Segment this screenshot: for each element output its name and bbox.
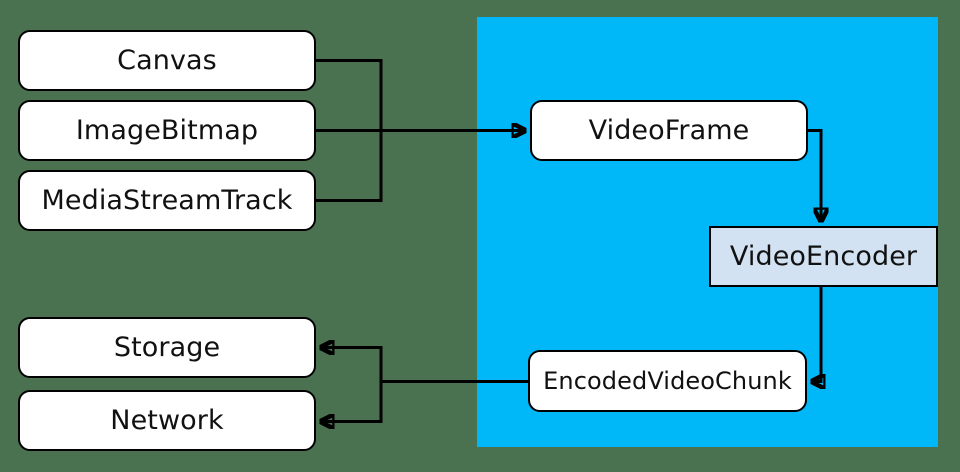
node-videoframe[interactable]: VideoFrame: [530, 100, 808, 161]
node-videoframe-label: VideoFrame: [588, 115, 750, 146]
node-videoencoder[interactable]: VideoEncoder: [709, 226, 938, 287]
node-storage[interactable]: Storage: [18, 317, 316, 378]
node-mediastreamtrack[interactable]: MediaStreamTrack: [18, 170, 316, 231]
node-imagebitmap-label: ImageBitmap: [75, 115, 259, 146]
node-mediastreamtrack-label: MediaStreamTrack: [41, 185, 293, 216]
node-network[interactable]: Network: [18, 390, 316, 451]
node-canvas[interactable]: Canvas: [18, 30, 316, 91]
node-canvas-label: Canvas: [117, 45, 217, 76]
node-videoencoder-label: VideoEncoder: [729, 241, 918, 272]
node-network-label: Network: [110, 405, 224, 436]
node-imagebitmap[interactable]: ImageBitmap: [18, 100, 316, 161]
node-encodedvideochunk-label: EncodedVideoChunk: [543, 367, 792, 395]
node-encodedvideochunk[interactable]: EncodedVideoChunk: [528, 350, 807, 412]
node-storage-label: Storage: [113, 332, 221, 363]
